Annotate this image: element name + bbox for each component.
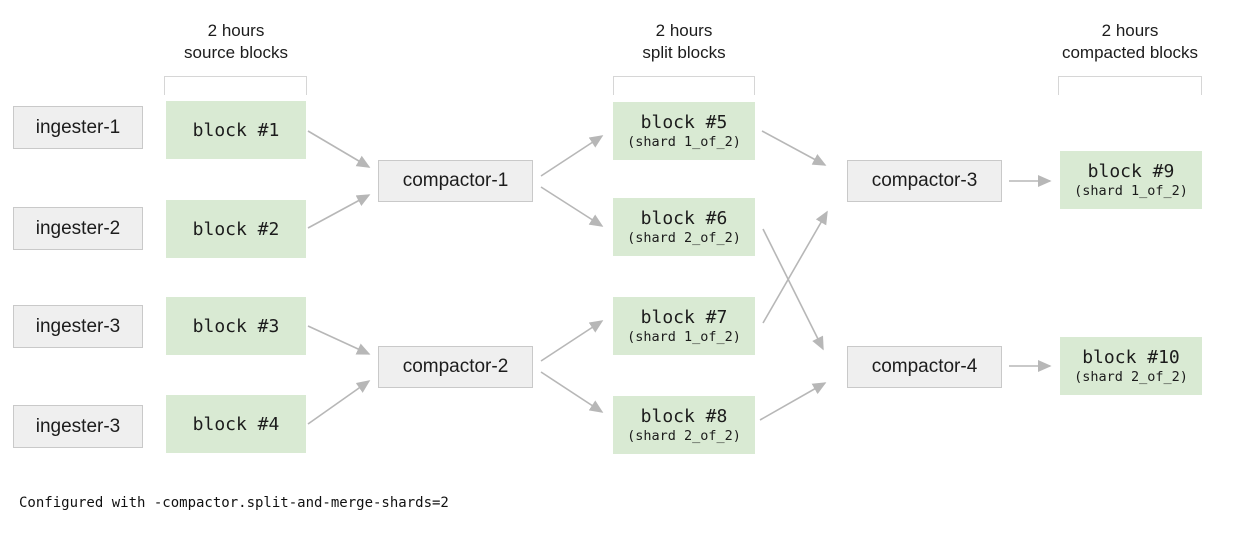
config-caption: Configured with -compactor.split-and-mer… xyxy=(19,495,449,511)
split-block-8-label: block #8 xyxy=(640,406,728,427)
split-block-6-label: block #6 xyxy=(640,208,728,229)
split-block-7-label: block #7 xyxy=(640,307,728,328)
arrow-compactor1-to-block6 xyxy=(540,186,604,227)
compacted-block-9: block #9 (shard 1_of_2) xyxy=(1060,151,1202,209)
header-compacted-line2: compacted blocks xyxy=(1061,43,1199,62)
split-block-5-label: block #5 xyxy=(640,112,728,133)
split-block-8-shard: (shard 2_of_2) xyxy=(627,428,741,444)
source-block-1: block #1 xyxy=(166,101,306,159)
header-split-line2: split blocks xyxy=(642,43,726,62)
node-ingester-1-label: ingester-1 xyxy=(35,116,121,138)
compacted-block-10: block #10 (shard 2_of_2) xyxy=(1060,337,1202,395)
source-block-3-label: block #3 xyxy=(192,315,280,337)
node-compactor-1: compactor-1 xyxy=(378,160,533,202)
header-compacted-blocks: 2 hours compacted blocks xyxy=(1040,20,1220,64)
node-ingester-2: ingester-2 xyxy=(13,207,143,250)
bracket-compacted-blocks xyxy=(1058,76,1202,95)
compacted-block-9-shard: (shard 1_of_2) xyxy=(1074,183,1188,199)
bracket-source-blocks xyxy=(164,76,307,95)
node-ingester-4-label: ingester-3 xyxy=(35,415,121,437)
compacted-block-10-shard: (shard 2_of_2) xyxy=(1074,369,1188,385)
node-ingester-2-label: ingester-2 xyxy=(35,217,121,239)
arrow-compactor2-to-block8 xyxy=(540,371,604,413)
node-compactor-3-label: compactor-3 xyxy=(871,170,978,191)
node-compactor-1-label: compactor-1 xyxy=(402,170,509,191)
source-block-3: block #3 xyxy=(166,297,306,355)
header-source-blocks: 2 hours source blocks xyxy=(156,20,316,64)
arrow-block8-to-compactor4 xyxy=(759,382,827,421)
arrow-block2-to-compactor1 xyxy=(307,194,371,229)
source-block-2: block #2 xyxy=(166,200,306,258)
header-source-line2: source blocks xyxy=(184,43,288,62)
split-block-8: block #8 (shard 2_of_2) xyxy=(613,396,755,454)
arrow-compactor1-to-block5 xyxy=(540,135,604,177)
arrow-block6-to-compactor4 xyxy=(762,228,824,351)
compacted-block-9-label: block #9 xyxy=(1087,161,1175,182)
split-block-5: block #5 (shard 1_of_2) xyxy=(613,102,755,160)
node-compactor-4-label: compactor-4 xyxy=(871,356,978,377)
header-split-blocks: 2 hours split blocks xyxy=(604,20,764,64)
source-block-4: block #4 xyxy=(166,395,306,453)
header-compacted-line1: 2 hours xyxy=(1101,21,1159,40)
node-compactor-2: compactor-2 xyxy=(378,346,533,388)
bracket-split-blocks xyxy=(613,76,755,95)
split-block-6: block #6 (shard 2_of_2) xyxy=(613,198,755,256)
source-block-4-label: block #4 xyxy=(192,413,280,435)
node-ingester-4: ingester-3 xyxy=(13,405,143,448)
split-block-6-shard: (shard 2_of_2) xyxy=(627,230,741,246)
node-compactor-3: compactor-3 xyxy=(847,160,1002,202)
header-split-line1: 2 hours xyxy=(655,21,713,40)
arrow-block3-to-compactor2 xyxy=(307,325,371,355)
split-block-7: block #7 (shard 1_of_2) xyxy=(613,297,755,355)
arrow-block4-to-compactor2 xyxy=(307,380,371,425)
arrow-compactor2-to-block7 xyxy=(540,320,604,362)
node-ingester-3: ingester-3 xyxy=(13,305,143,348)
split-block-7-shard: (shard 1_of_2) xyxy=(627,329,741,345)
node-ingester-1: ingester-1 xyxy=(13,106,143,149)
source-block-2-label: block #2 xyxy=(192,218,280,240)
arrow-block7-to-compactor3 xyxy=(762,210,828,324)
arrow-block5-to-compactor3 xyxy=(761,130,827,166)
split-block-5-shard: (shard 1_of_2) xyxy=(627,134,741,150)
node-ingester-3-label: ingester-3 xyxy=(35,315,121,337)
compacted-block-10-label: block #10 xyxy=(1082,347,1180,368)
source-block-1-label: block #1 xyxy=(192,119,280,141)
arrow-block1-to-compactor1 xyxy=(307,130,371,168)
node-compactor-4: compactor-4 xyxy=(847,346,1002,388)
header-source-line1: 2 hours xyxy=(207,21,265,40)
node-compactor-2-label: compactor-2 xyxy=(402,356,509,377)
